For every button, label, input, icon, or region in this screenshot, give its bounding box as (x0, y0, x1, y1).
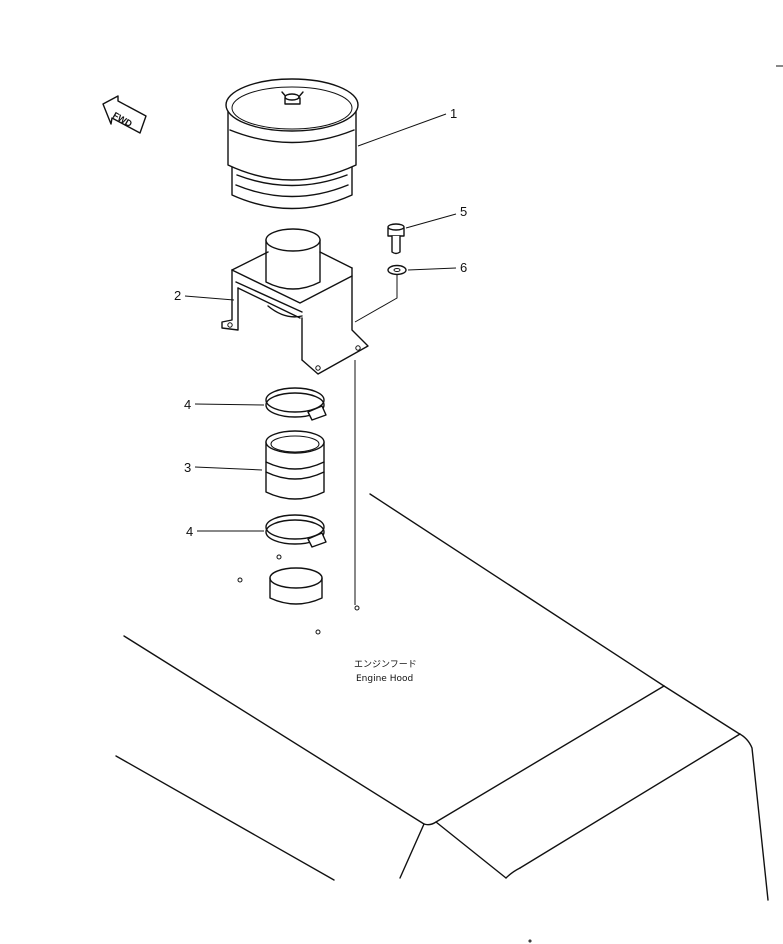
fwd-label: FWD (111, 110, 134, 129)
hose-clamp-lower (265, 514, 327, 548)
intake-pipe-stub (269, 567, 323, 605)
callout-3: 3 (184, 460, 191, 475)
mounting-bracket (221, 228, 369, 375)
callout-4-lower: 4 (186, 524, 193, 539)
precleaner-bowl (225, 78, 359, 210)
fwd-arrow-icon: FWD (102, 95, 147, 134)
callout-5: 5 (460, 204, 467, 219)
washer-icon (387, 264, 407, 276)
bolt-icon (387, 223, 405, 255)
engine-hood-outline (115, 493, 769, 901)
callout-2: 2 (174, 288, 181, 303)
callouts: 1 2 3 4 4 5 6 (174, 106, 467, 539)
reference-dots (237, 554, 360, 635)
hose (265, 430, 325, 500)
callout-4-upper: 4 (184, 397, 191, 412)
hood-label-english: Engine Hood (356, 674, 413, 684)
hose-clamp-upper (265, 387, 327, 421)
callout-6: 6 (460, 260, 467, 275)
callout-1: 1 (450, 106, 457, 121)
hood-label-japanese: エンジンフード (354, 660, 417, 670)
